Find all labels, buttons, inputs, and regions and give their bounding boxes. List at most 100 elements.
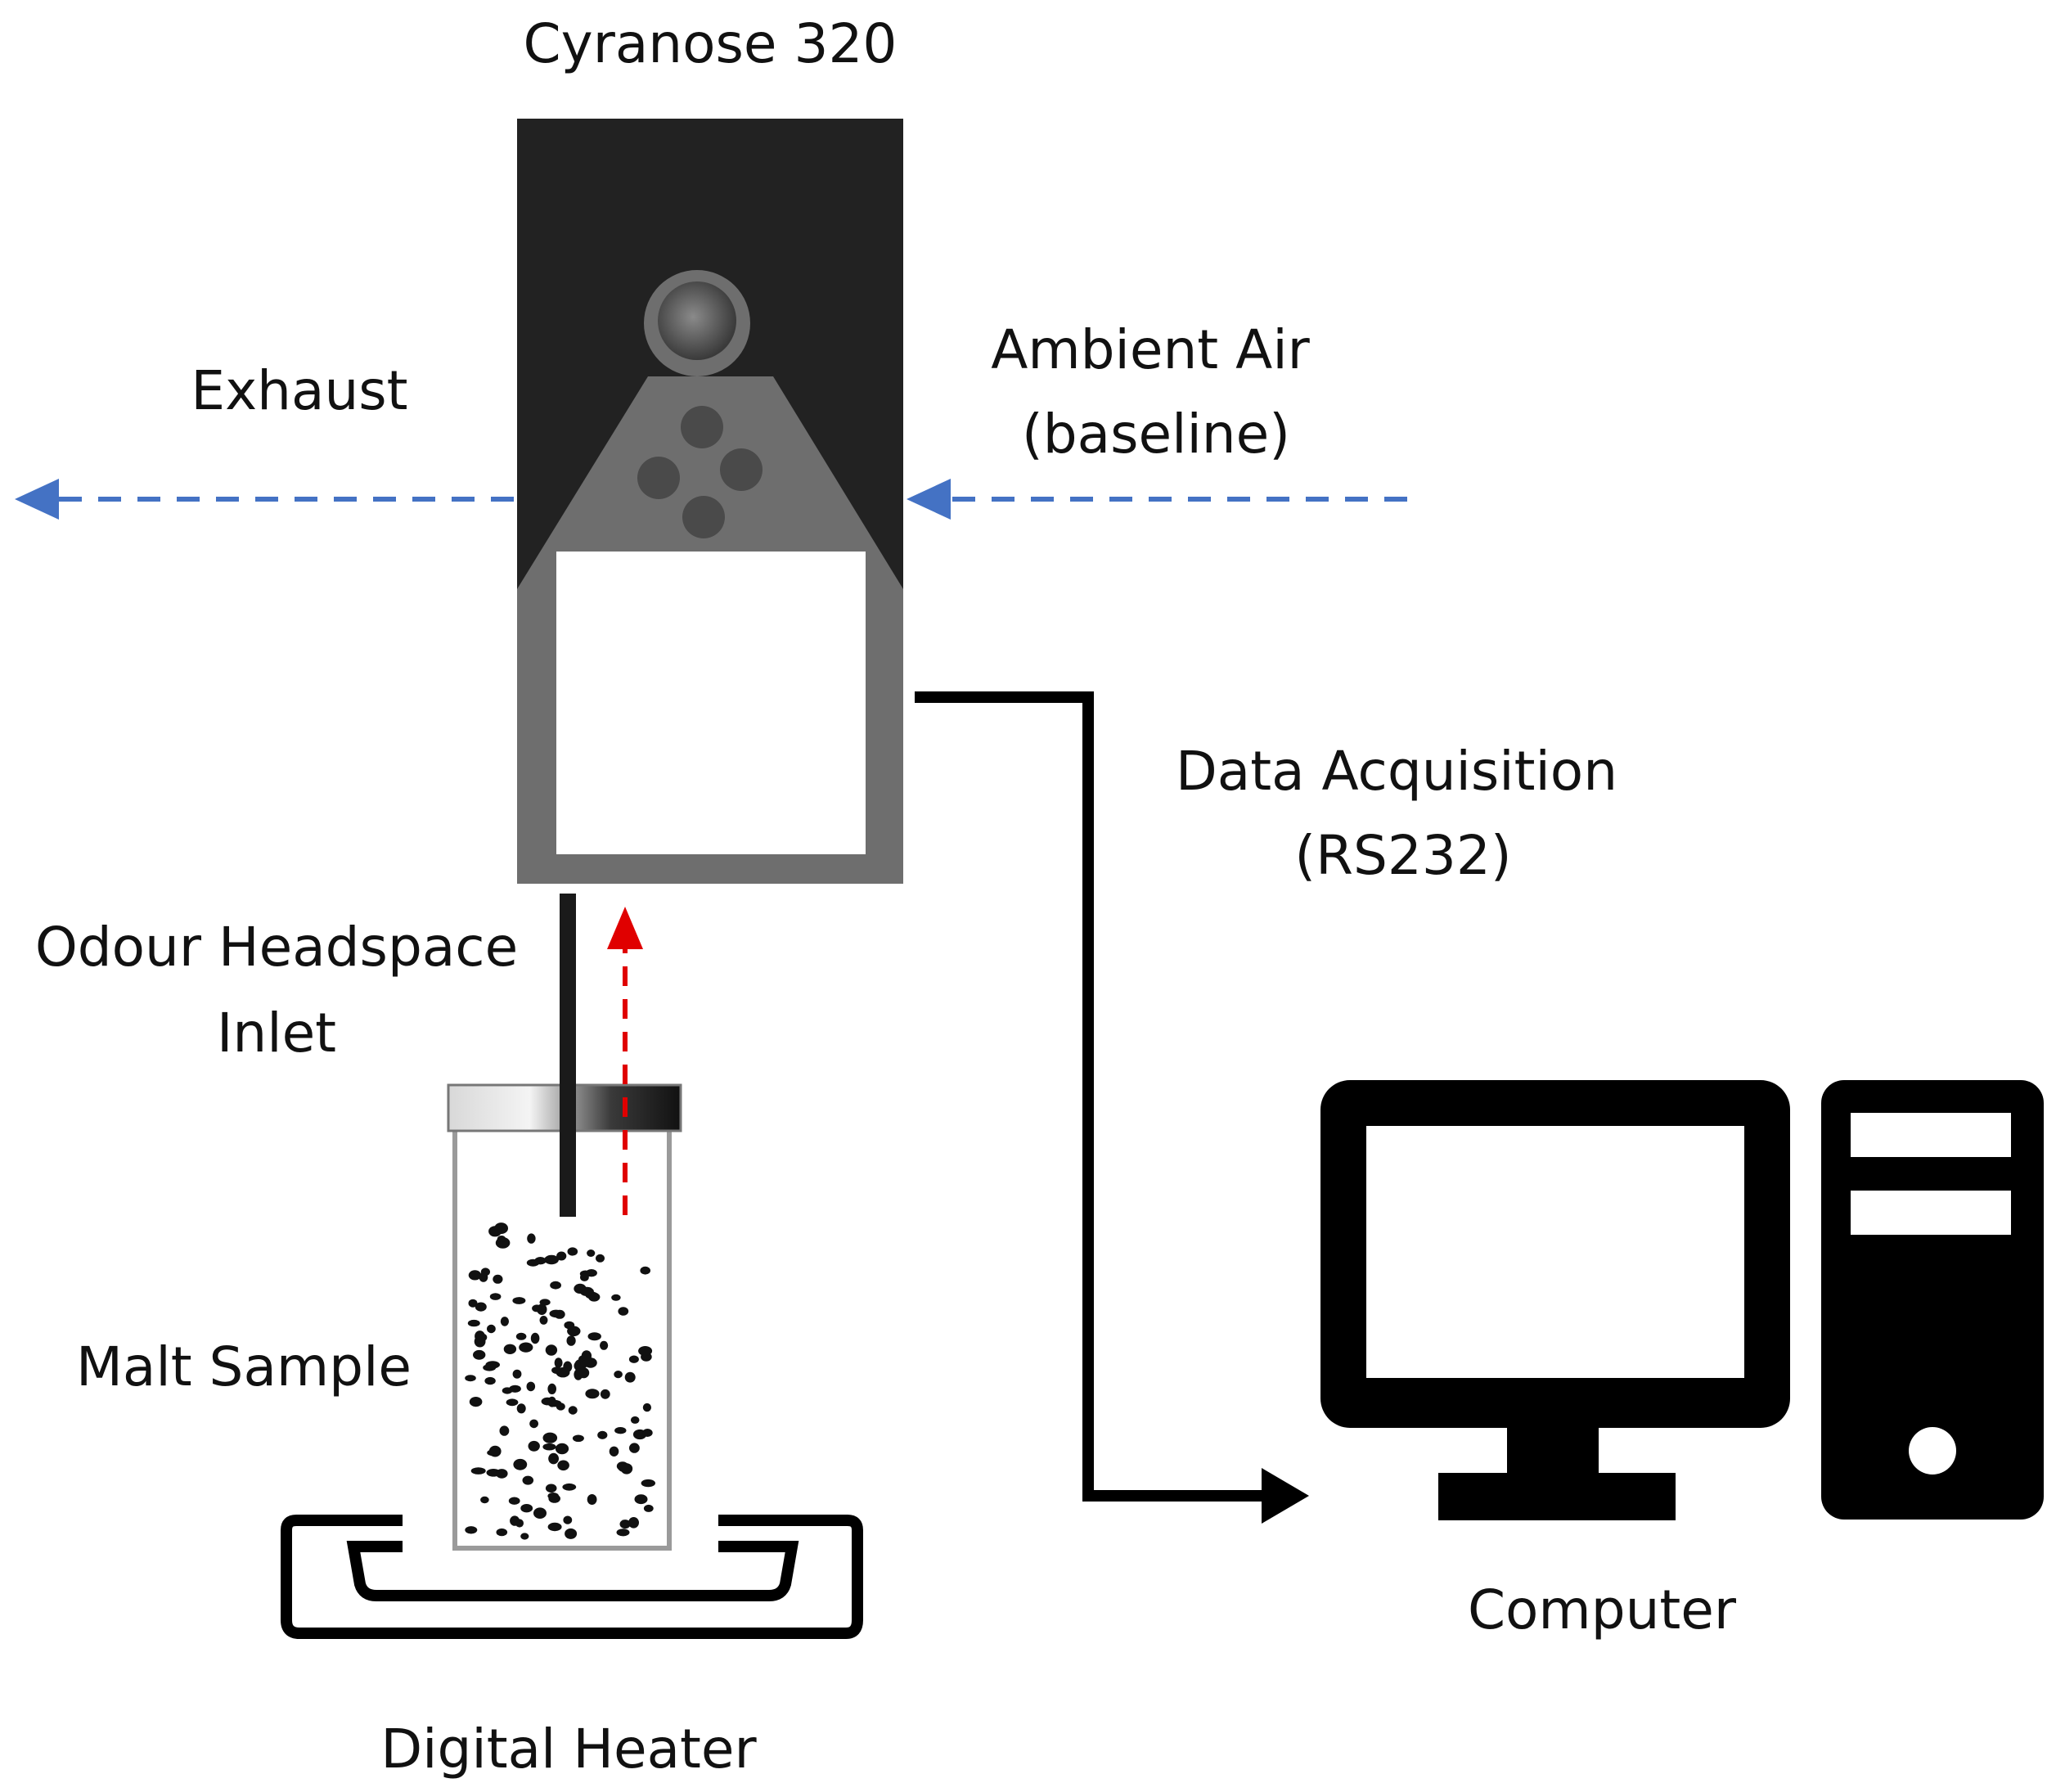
exhaust-arrow <box>15 479 514 520</box>
exhaust-label: Exhaust <box>191 359 407 422</box>
malt-grain <box>630 1416 640 1424</box>
malt-grain <box>611 1294 621 1301</box>
device-screen <box>556 552 866 854</box>
malt-grain <box>616 1529 630 1537</box>
malt-grain <box>587 1494 597 1505</box>
malt-grain <box>499 1425 510 1436</box>
heater-tray-icon <box>281 1515 863 1639</box>
malt-grain <box>467 1319 480 1327</box>
malt-sample-label: Malt Sample <box>76 1335 412 1398</box>
device-button-bottom <box>682 496 725 538</box>
malt-grain <box>496 1528 508 1537</box>
malt-grain <box>512 1369 522 1379</box>
headspace-flow-arrow <box>607 907 643 1215</box>
data-acquisition-sublabel: (RS232) <box>1294 824 1511 887</box>
malt-grain <box>475 1302 487 1312</box>
ambient-air-arrow <box>907 479 1407 520</box>
malt-grain <box>596 1254 605 1263</box>
malt-grain <box>551 1367 563 1374</box>
malt-grain <box>516 1403 526 1414</box>
malt-grain <box>500 1317 510 1326</box>
malt-grain <box>519 1342 533 1353</box>
malt-grain <box>624 1371 636 1383</box>
malt-grain <box>566 1335 576 1346</box>
odour-inlet-sublabel: Inlet <box>217 1002 336 1065</box>
tower-icon <box>1821 1080 2044 1520</box>
malt-grain <box>488 1445 502 1457</box>
malt-grains <box>465 1222 655 1540</box>
malt-grain <box>530 1332 540 1344</box>
malt-grain <box>580 1273 589 1281</box>
malt-grain <box>520 1504 533 1513</box>
malt-grain <box>618 1462 631 1473</box>
malt-grain <box>587 1332 601 1341</box>
device-button-left <box>637 457 680 499</box>
malt-grain <box>547 1522 562 1532</box>
monitor-icon <box>1320 1080 1790 1520</box>
malt-grain <box>470 1467 486 1475</box>
data-cable-arrow <box>915 691 1309 1524</box>
inlet-tube <box>560 894 576 1217</box>
malt-grain <box>550 1281 561 1290</box>
malt-grain <box>496 1469 508 1479</box>
malt-grain <box>581 1350 592 1362</box>
malt-grain <box>515 1332 527 1340</box>
malt-grain <box>641 1479 655 1488</box>
malt-grain <box>539 1316 548 1325</box>
malt-grain <box>568 1406 578 1415</box>
malt-grain <box>468 1270 482 1281</box>
malt-grain <box>513 1458 528 1470</box>
malt-grain <box>549 1309 563 1318</box>
malt-grain <box>638 1346 653 1356</box>
malt-grain <box>628 1355 639 1363</box>
device-sensor-lens <box>658 281 736 360</box>
malt-grain <box>544 1254 559 1265</box>
malt-grain <box>509 1385 521 1393</box>
malt-grain <box>497 1236 506 1243</box>
malt-grain <box>488 1226 502 1237</box>
malt-grain <box>548 1452 559 1465</box>
malt-grain <box>545 1344 558 1356</box>
malt-grain <box>554 1358 563 1368</box>
malt-grain <box>640 1266 650 1275</box>
digital-heater-label: Digital Heater <box>380 1718 757 1781</box>
device-label: Cyranose 320 <box>524 12 898 75</box>
malt-grain <box>526 1381 536 1392</box>
malt-grain <box>580 1359 594 1367</box>
ambient-air-label: Ambient Air <box>991 318 1310 381</box>
malt-grain <box>585 1389 600 1399</box>
malt-grain <box>510 1515 520 1526</box>
ambient-air-sublabel: (baseline) <box>1022 403 1290 466</box>
malt-grain <box>547 1383 556 1394</box>
malt-grain <box>587 1249 596 1257</box>
malt-grain <box>642 1403 652 1412</box>
malt-grain <box>555 1443 569 1455</box>
malt-grain <box>508 1497 520 1505</box>
malt-grain <box>628 1517 639 1529</box>
malt-grain <box>483 1364 497 1371</box>
malt-grain <box>609 1446 619 1457</box>
malt-grain <box>469 1397 483 1407</box>
malt-grain <box>526 1258 540 1267</box>
malt-grain <box>642 1429 653 1437</box>
cyranose-device-icon <box>517 119 903 884</box>
malt-grain <box>579 1286 594 1296</box>
malt-grain <box>475 1330 485 1342</box>
malt-grain <box>629 1443 640 1453</box>
malt-grain <box>520 1533 529 1540</box>
malt-grain <box>529 1419 538 1429</box>
malt-grain <box>493 1274 503 1284</box>
malt-grain <box>468 1299 478 1308</box>
malt-grain <box>600 1389 610 1399</box>
malt-grain <box>557 1460 569 1471</box>
malt-grain <box>614 1427 627 1434</box>
malt-grain <box>489 1293 502 1300</box>
malt-grain <box>479 1272 488 1282</box>
malt-grain <box>465 1375 476 1382</box>
malt-grain <box>480 1496 489 1504</box>
malt-grain <box>512 1297 526 1304</box>
malt-grain <box>547 1493 559 1500</box>
malt-grain <box>522 1475 534 1485</box>
device-button-top <box>681 406 723 448</box>
desktop-computer-icon <box>1320 1080 2044 1520</box>
